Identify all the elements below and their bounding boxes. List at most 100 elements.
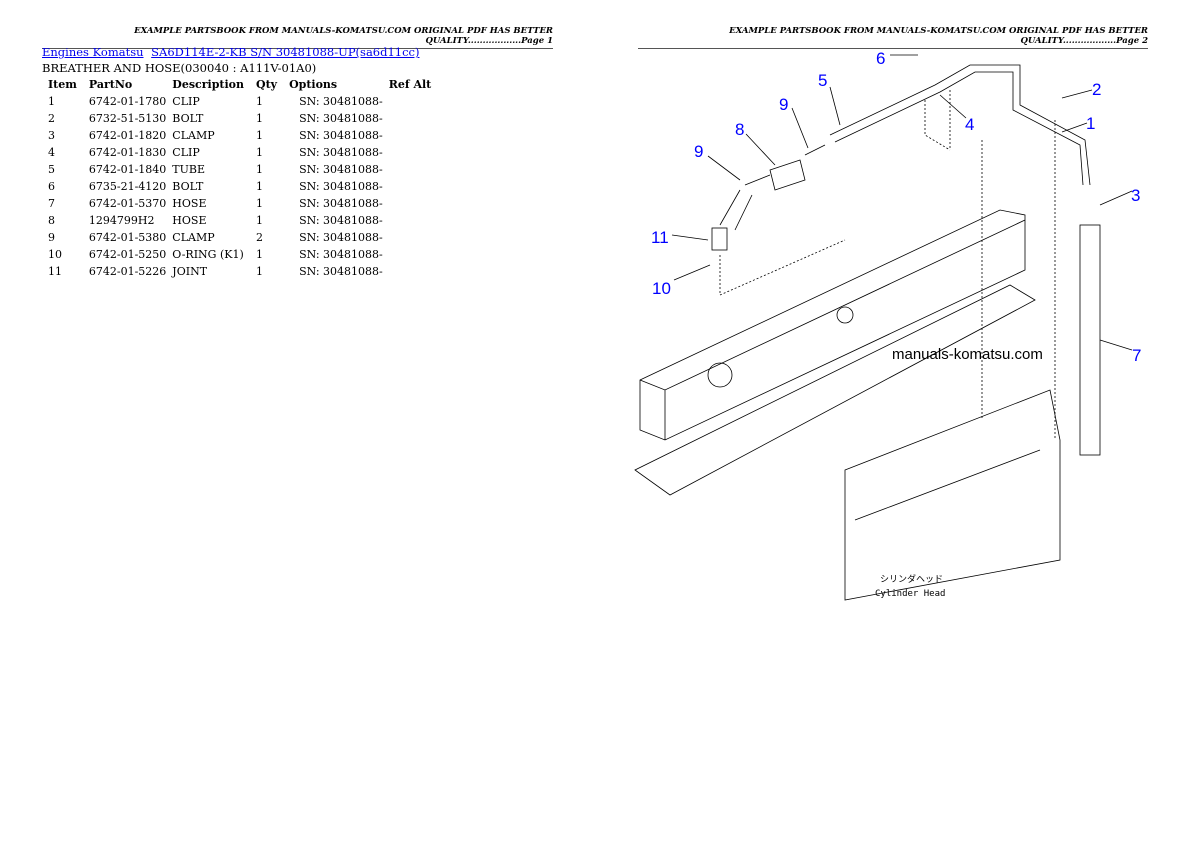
table-cell: 6 [48,180,55,193]
table-cell: 1 [256,129,263,142]
table-row: 9 6742-01-5380 CLAMP 2 SN: 30481088- [42,229,437,246]
table-cell: SN: 30481088- [299,197,383,210]
callout-number: 8 [735,120,744,139]
table-cell [383,246,438,263]
table-cell [383,229,438,246]
column-header: PartNo [88,78,133,91]
table-cell: SN: 30481088- [299,112,383,125]
table-cell: 1 [256,265,263,278]
table-cell: HOSE [172,197,207,210]
table-cell: SN: 30481088- [299,231,383,244]
column-header: Description [172,78,244,91]
table-cell: CLAMP [172,129,215,142]
table-cell: 6742-01-1840 [88,163,167,176]
table-cell: SN: 30481088- [299,265,383,278]
table-cell: 3 [48,129,55,142]
column-header: Qty [256,78,278,91]
callout-number: 2 [1092,80,1101,99]
page1-header: EXAMPLE PARTSBOOK FROM MANUALS-KOMATSU.C… [42,26,553,49]
page2-header: EXAMPLE PARTSBOOK FROM MANUALS-KOMATSU.C… [638,26,1148,49]
column-header: Ref Alt [388,78,432,91]
table-cell [383,144,438,161]
table-cell: 2 [256,231,263,244]
breadcrumb-engines-link[interactable]: Engines Komatsu [42,45,144,59]
watermark: manuals-komatsu.com [892,346,1043,363]
table-cell: SN: 30481088- [299,146,383,159]
table-cell: 10 [48,248,62,261]
table-cell: TUBE [172,163,206,176]
table-cell: 1 [256,214,263,227]
cylinder-head-label: Cylinder Head [875,589,945,599]
callout-number: 5 [818,71,827,90]
table-row: 11 6742-01-5226 JOINT 1 SN: 30481088- [42,263,437,280]
table-cell: 2 [48,112,55,125]
callout-number: 11 [651,228,669,247]
table-cell: 4 [48,146,55,159]
table-cell [383,195,438,212]
table-cell [383,93,438,110]
table-cell: CLAMP [172,231,215,244]
parts-table: Item PartNo Description Qty Options Ref Alt 1… [42,76,437,280]
table-row: 5 6742-01-1840 TUBE 1 SN: 30481088- [42,161,437,178]
table-cell: 11 [48,265,62,278]
table-cell: 6742-01-1820 [88,129,167,142]
hose-7 [1079,224,1101,456]
table-cell: SN: 30481088- [299,214,383,227]
table-row: 7 6742-01-5370 HOSE 1 SN: 30481088- [42,195,437,212]
table-cell: SN: 30481088- [299,180,383,193]
breadcrumb: Engines Komatsu SA6D114E-2-KB S/N 304810… [42,45,423,59]
callout-number: 1 [1086,114,1095,133]
column-header: Item [48,78,77,91]
section-title: BREATHER AND HOSE(030040 : A111V-01A0) [42,61,317,75]
table-row: 4 6742-01-1830 CLIP 1 SN: 30481088- [42,144,437,161]
callout-number: 6 [876,49,885,68]
breadcrumb-model-link[interactable]: SA6D114E-2-KB S/N 30481088-UP(sa6d11cc) [151,45,420,59]
table-cell: 9 [48,231,55,244]
table-cell: 7 [48,197,55,210]
table-cell: 6742-01-1830 [88,146,167,159]
callout-number: 10 [652,279,671,298]
table-cell: BOLT [172,112,204,125]
table-cell [383,110,438,127]
table-cell: 6742-01-1780 [88,95,167,108]
cylinder-head-label-jp: シリンダヘッド [880,573,943,585]
callout-number: 9 [694,142,703,161]
table-cell: 6742-01-5370 [88,197,167,210]
table-cell: 8 [48,214,55,227]
table-cell: CLIP [172,146,200,159]
table-cell: 1 [256,180,263,193]
gasket [634,284,1036,496]
table-cell: CLIP [172,95,200,108]
table-cell: 1294799H2 [88,214,155,227]
table-cell [383,178,438,195]
table-cell: 1 [256,248,263,261]
cylinder-head [844,389,1061,601]
table-cell: 6742-01-5250 [88,248,167,261]
joint-11 [719,189,753,231]
table-cell: 1 [256,146,263,159]
table-cell: SN: 30481088- [299,163,383,176]
callout-number: 9 [779,95,788,114]
table-cell: 1 [256,163,263,176]
table-row: 8 1294799H2 HOSE 1 SN: 30481088- [42,212,437,229]
table-cell: 1 [256,197,263,210]
table-cell: 6742-01-5380 [88,231,167,244]
table-cell: 6742-01-5226 [88,265,167,278]
table-cell: SN: 30481088- [299,95,383,108]
table-cell: BOLT [172,180,204,193]
valve-cover [639,209,1026,441]
table-cell: JOINT [172,265,208,278]
table-cell [383,263,438,280]
table-cell: HOSE [172,214,207,227]
table-cell: 5 [48,163,55,176]
column-header: Options [289,78,338,91]
table-cell: 6732-51-5130 [88,112,167,125]
table-cell [383,127,438,144]
table-cell: 1 [48,95,55,108]
callout-number: 3 [1131,186,1140,205]
